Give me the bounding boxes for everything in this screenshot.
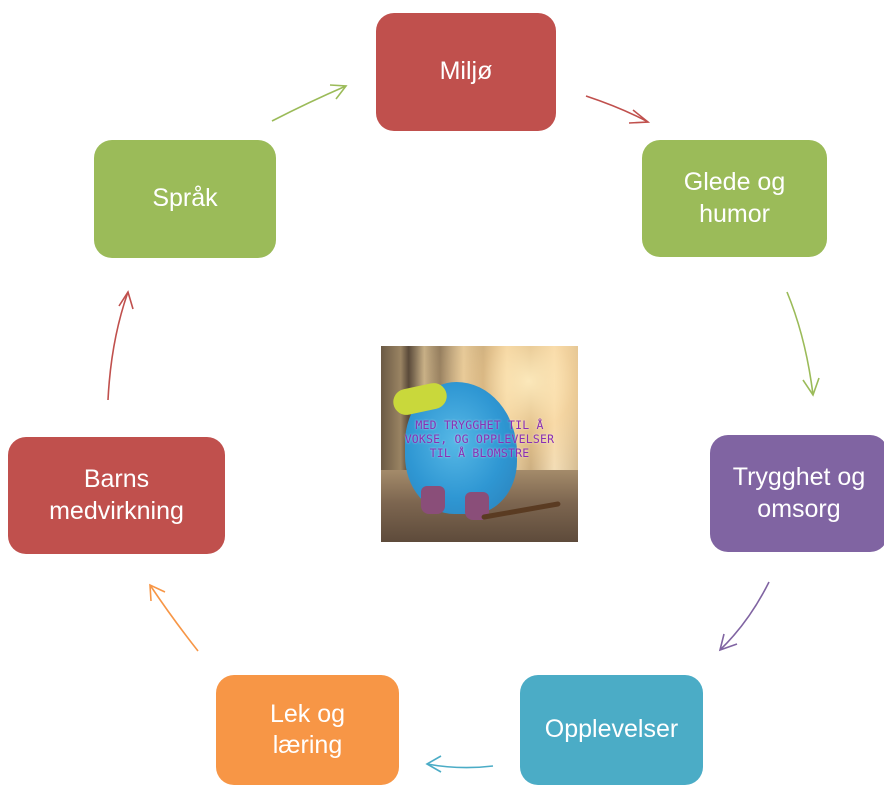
arrow-miljo-to-glede [585, 95, 651, 124]
arrow-barns-to-sprak [107, 290, 134, 401]
photo-caption-line-3: TIL Å BLOMSTRE [429, 446, 530, 460]
photo-caption-line-2: VOKSE, OG OPPLEVELSER [404, 432, 555, 446]
node-miljo: Miljø [376, 13, 556, 131]
arrow-opplev-to-lek [425, 755, 494, 773]
node-miljo-label: Miljø [439, 57, 493, 86]
arrow-glede-to-trygghet [786, 291, 820, 397]
arrow-lek-to-barns [149, 583, 199, 652]
arrow-sprak-to-miljo [271, 84, 348, 122]
photo-caption-line-1: MED TRYGGHET TIL Å [415, 418, 544, 432]
node-opplevelser: Opplevelser [520, 675, 703, 785]
node-sprak-label: Språk [152, 184, 218, 213]
node-opplevelser-label: Opplevelser [544, 715, 679, 744]
arrow-trygghet-to-opplev [718, 581, 770, 652]
node-sprak: Språk [94, 140, 276, 258]
center-photo: MED TRYGGHET TIL Å VOKSE, OG OPPLEVELSER… [381, 346, 578, 542]
photo-boot-left [421, 486, 445, 514]
photo-caption: MED TRYGGHET TIL Å VOKSE, OG OPPLEVELSER… [381, 418, 578, 460]
